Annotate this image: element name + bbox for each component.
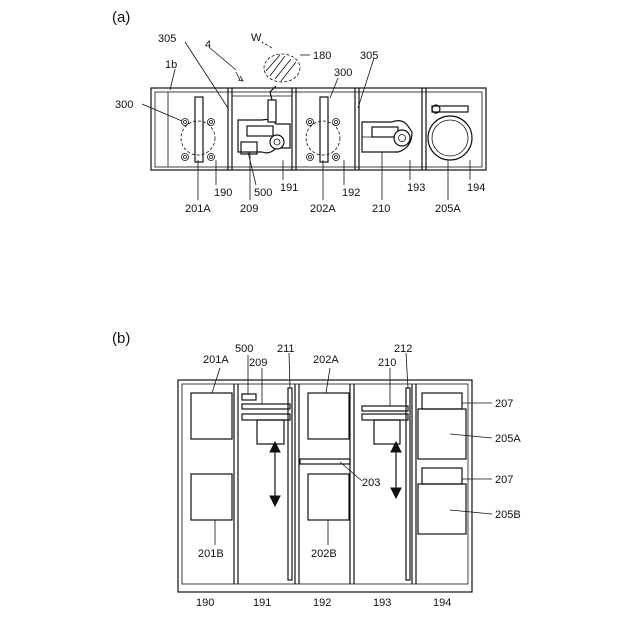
ref-1b: 1b [165, 59, 177, 71]
panel-b: (b) [112, 330, 521, 609]
ref-203-b: 203 [362, 477, 380, 489]
ref-4: 4 [205, 39, 211, 51]
unit-205A-side [418, 409, 466, 459]
ref-202A-b: 202A [313, 354, 339, 366]
ref-305-left: 305 [158, 33, 176, 45]
ref-190-b: 190 [196, 597, 214, 609]
ref-300-left: 300 [115, 99, 133, 111]
ref-193-a: 193 [407, 182, 425, 194]
ref-211-b: 211 [277, 343, 295, 355]
plate-203 [300, 459, 350, 464]
ref-207-top-b: 207 [495, 398, 513, 410]
unit-205A-top [428, 105, 472, 160]
unit-205B-side [418, 484, 466, 534]
ref-205A-a: 205A [435, 203, 461, 215]
ref-201A-b: 201A [203, 354, 229, 366]
ref-201A-a: 201A [185, 203, 211, 215]
ref-305-right: 305 [360, 50, 378, 62]
panel-a-label: (a) [112, 9, 130, 26]
enclosure-b [178, 380, 472, 592]
transfer-robot-210-top [362, 121, 412, 152]
ref-300-top: 300 [334, 67, 352, 79]
unit-207-top [422, 393, 462, 409]
stage-201B-side [191, 474, 232, 520]
transfer-robot-209-side [242, 388, 292, 580]
ref-194-a: 194 [467, 182, 485, 194]
stage-202A-top [306, 97, 340, 162]
ref-191-a: 191 [280, 182, 298, 194]
enclosure-a [151, 88, 486, 170]
ref-201B-b: 201B [198, 548, 224, 560]
ref-210-b: 210 [378, 357, 396, 369]
refs-a: 305 4 W 180 1b 300 305 300 190 500 191 1… [115, 32, 485, 215]
ref-180: 180 [313, 50, 331, 62]
ref-192-a: 192 [342, 187, 360, 199]
ref-212-b: 212 [394, 343, 412, 355]
stage-201A-side [191, 393, 232, 439]
ref-w: W [251, 32, 262, 44]
ref-202B-b: 202B [311, 548, 337, 560]
ref-190-a: 190 [214, 187, 232, 199]
ref-194-b: 194 [433, 597, 451, 609]
panel-a: (a) [112, 9, 486, 215]
ref-207-bottom-b: 207 [495, 474, 513, 486]
leaders-b [212, 353, 492, 545]
ref-192-b: 192 [313, 597, 331, 609]
panel-b-label: (b) [112, 330, 130, 347]
ref-209-b: 209 [249, 357, 267, 369]
ref-205A-b: 205A [495, 433, 521, 445]
ref-205B-b: 205B [495, 509, 521, 521]
unit-207-bottom [422, 468, 462, 484]
ref-210-a: 210 [372, 203, 390, 215]
ref-193-b: 193 [373, 597, 391, 609]
stage-202A-side [308, 393, 349, 439]
ref-500-a: 500 [254, 187, 272, 199]
wafer-w [236, 42, 300, 82]
leaders-a [142, 42, 470, 200]
ref-500-b: 500 [235, 343, 253, 355]
ref-209-a: 209 [240, 203, 258, 215]
enclosure-a-inner [155, 92, 482, 167]
stage-202B-side [308, 474, 349, 520]
ref-191-b: 191 [253, 597, 271, 609]
ref-202A-a: 202A [310, 203, 336, 215]
stage-201A-top [168, 92, 215, 167]
